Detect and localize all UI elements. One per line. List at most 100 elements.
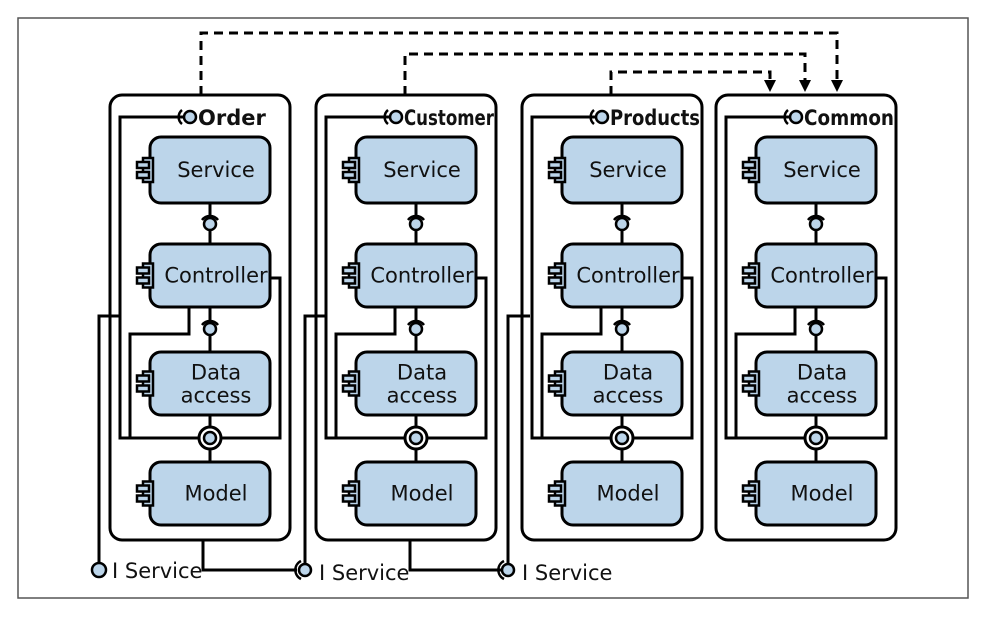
customer-to-products-service-wire — [408, 540, 502, 572]
socket-icon — [294, 559, 302, 581]
component-icon — [341, 370, 361, 397]
wire-main — [118, 115, 200, 440]
dependency-order-common — [199, 31, 839, 95]
interface-icon — [788, 109, 804, 125]
component-label: Model — [184, 482, 247, 506]
component-icon — [741, 156, 761, 184]
ball-icon — [408, 430, 424, 446]
socket-icon — [613, 214, 631, 221]
arrowhead-customer — [799, 80, 811, 92]
wire-controller-side — [632, 276, 694, 440]
component-icon — [135, 480, 155, 507]
component-icon — [135, 370, 155, 397]
socket-icon — [497, 559, 505, 581]
component-icon — [741, 370, 761, 397]
wire-main — [324, 115, 406, 440]
interface-icon — [202, 321, 218, 337]
socket-icon — [589, 109, 595, 125]
arrowhead-products — [764, 80, 776, 92]
component-label: Controller — [164, 264, 268, 288]
wire-controller-model — [128, 307, 191, 438]
dependency-customer-common — [403, 52, 807, 95]
component-label: Model — [790, 482, 853, 506]
order-to-customer-service-wire — [201, 540, 297, 572]
interface-icon — [808, 216, 824, 232]
products-service-wire — [506, 314, 530, 563]
component-icon — [135, 156, 155, 184]
component-icon — [547, 480, 567, 507]
ball-icon — [808, 430, 824, 446]
component-icon — [547, 370, 567, 397]
arrowhead-order — [831, 80, 843, 92]
dependency-products-common — [609, 70, 772, 95]
wire-controller-side — [826, 276, 888, 440]
order-service-wire — [97, 314, 121, 563]
dependency-arrows — [199, 31, 839, 95]
component-icon — [341, 262, 361, 289]
wire-controller-model — [540, 307, 603, 438]
component-label: Controller — [770, 264, 874, 288]
component-model: Model — [341, 460, 478, 527]
component-icon — [547, 262, 567, 289]
component-controller: Controller — [341, 242, 478, 309]
component-service: Service — [547, 135, 684, 205]
interface-icon — [408, 321, 424, 337]
interface-icon — [182, 109, 198, 125]
component-icon — [341, 156, 361, 184]
component-label: Service — [177, 158, 255, 182]
socket-icon — [807, 214, 825, 221]
socket-icon — [407, 319, 425, 326]
component-controller: Controller — [741, 242, 878, 309]
component-icon — [741, 480, 761, 507]
component-label: Service — [589, 158, 667, 182]
component-label: Service — [383, 158, 461, 182]
component-label: Model — [390, 482, 453, 506]
socket-icon — [807, 319, 825, 326]
wire-main — [530, 115, 612, 440]
ball-icon — [614, 430, 630, 446]
wire-controller-side — [426, 276, 488, 440]
socket-icon — [407, 214, 425, 221]
component-model: Model — [547, 460, 684, 527]
ball-icon — [202, 430, 218, 446]
interface-icon — [614, 321, 630, 337]
component-label: Service — [783, 158, 861, 182]
socket-icon — [201, 319, 219, 326]
wire-main — [724, 115, 806, 440]
component-service: Service — [135, 135, 272, 205]
wire-controller-model — [334, 307, 397, 438]
interface-label: I Service — [522, 561, 612, 585]
module-title: Common — [804, 106, 894, 130]
interface-icon — [388, 109, 404, 125]
module-title: Customer — [404, 106, 495, 130]
required-interface-icon — [297, 562, 313, 578]
component-service: Service — [741, 135, 878, 205]
socket-icon — [783, 109, 789, 125]
internal-wiring — [530, 115, 694, 462]
dependency-arrowheads — [764, 80, 843, 92]
component-controller: Controller — [547, 242, 684, 309]
interface-icon — [808, 321, 824, 337]
external-interfaces — [97, 314, 530, 572]
component-icon — [341, 480, 361, 507]
component-icon — [547, 156, 567, 184]
component-icon — [741, 262, 761, 289]
wire-controller-model — [734, 307, 797, 438]
component-icon — [135, 262, 155, 289]
component-service: Service — [341, 135, 478, 205]
module-title: Order — [198, 106, 266, 130]
socket-icon — [613, 319, 631, 326]
required-interface-icon — [500, 562, 516, 578]
module-title: Products — [610, 106, 700, 130]
component-model: Model — [741, 460, 878, 527]
